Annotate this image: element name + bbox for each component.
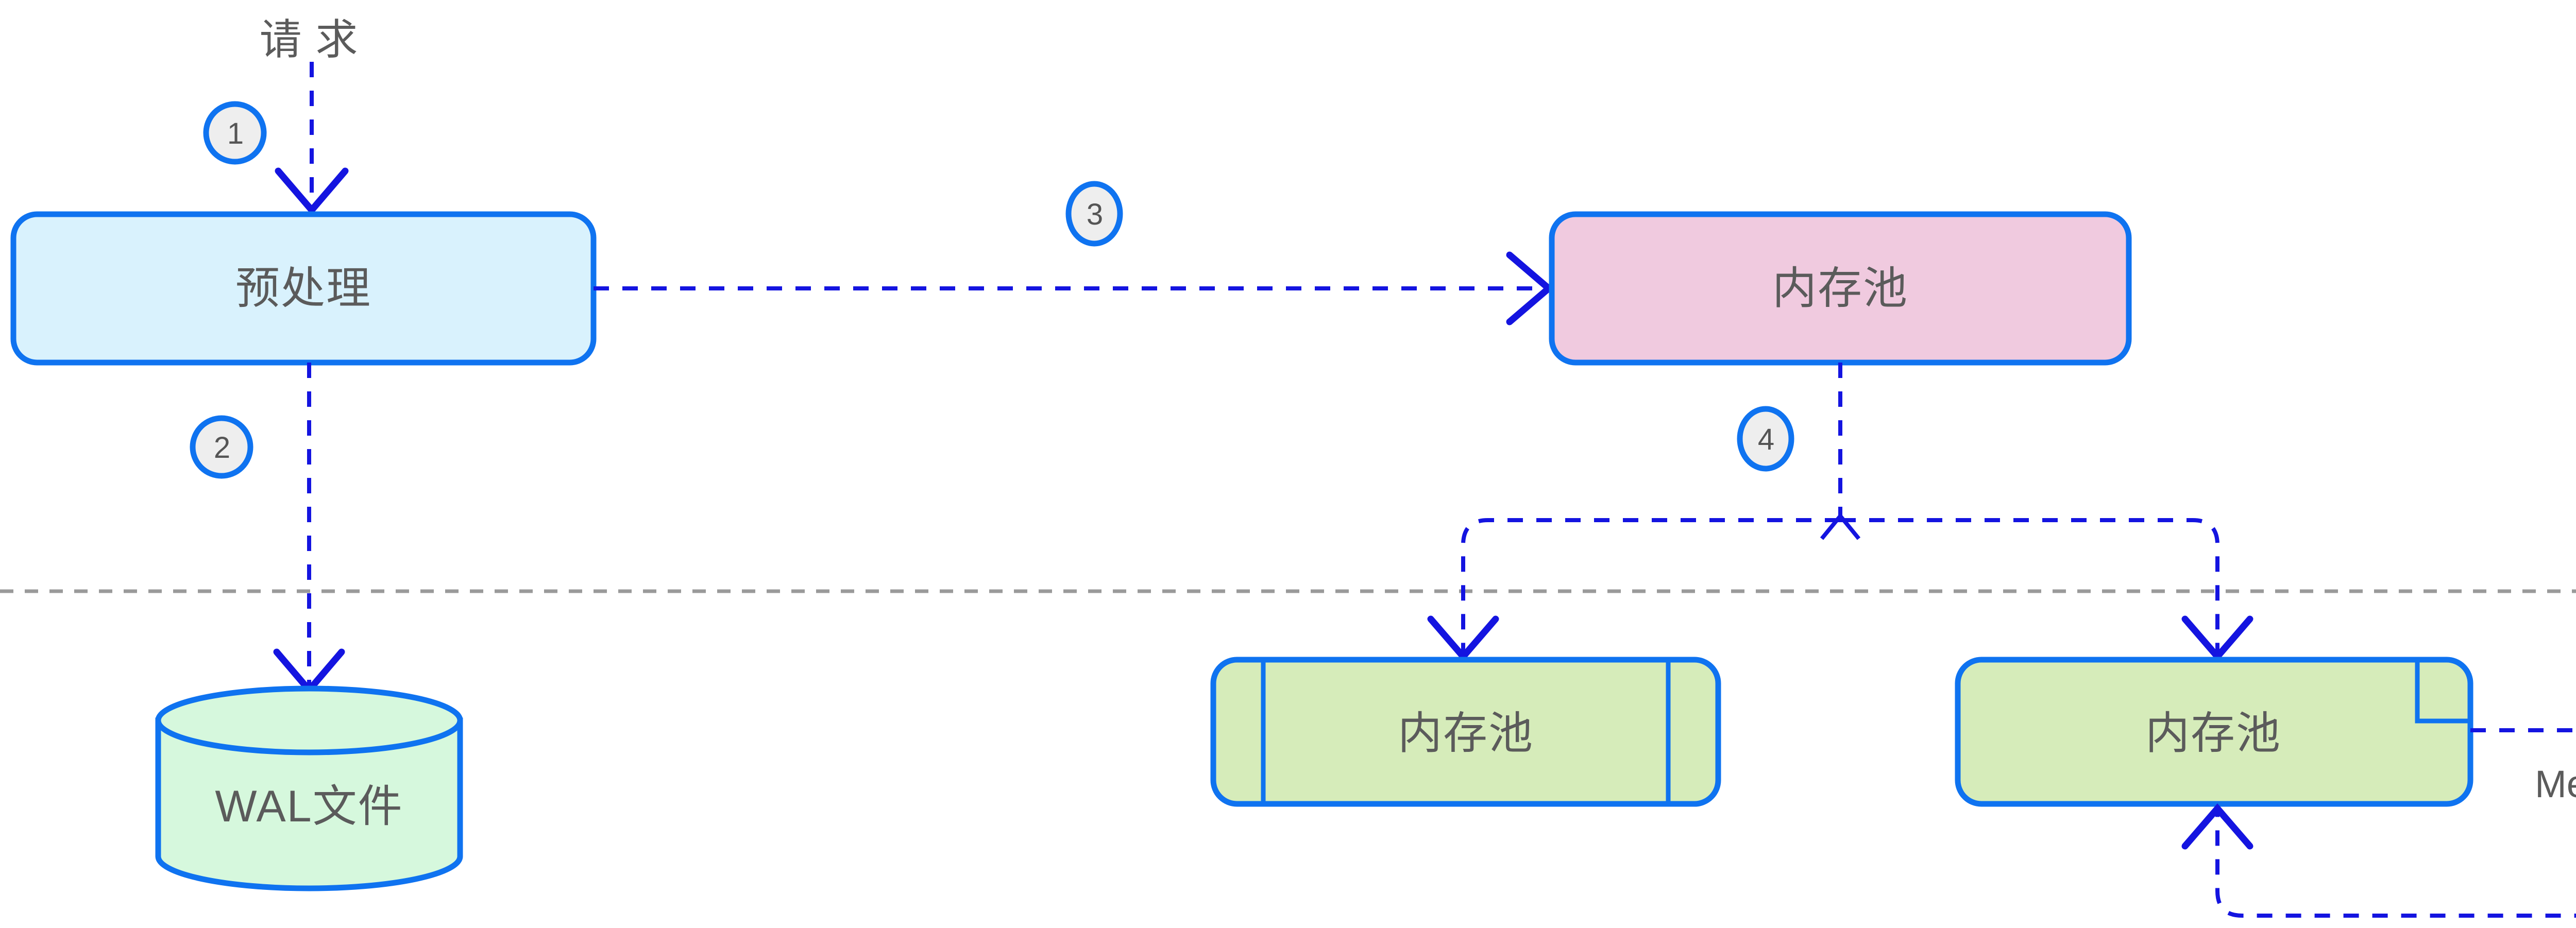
node-memtable-right[interactable] — [1955, 657, 2473, 807]
edge-merge-loop — [2181, 728, 2576, 918]
edge-preprocess-to-mempool — [594, 251, 1554, 325]
edge-request-to-preprocess — [275, 62, 349, 216]
node-memtable-left[interactable] — [1210, 657, 1721, 807]
badge-step-3 — [1065, 181, 1123, 247]
badge-step-1 — [203, 101, 267, 165]
edge-preprocess-to-wal — [273, 363, 345, 696]
badge-step-2 — [190, 415, 253, 479]
node-wal-file[interactable] — [155, 685, 463, 891]
node-mempool-active[interactable] — [1549, 211, 2132, 366]
node-preprocess[interactable] — [10, 211, 597, 366]
edge-mempool-to-memtables — [1427, 363, 2253, 662]
badge-step-4 — [1737, 406, 1794, 472]
